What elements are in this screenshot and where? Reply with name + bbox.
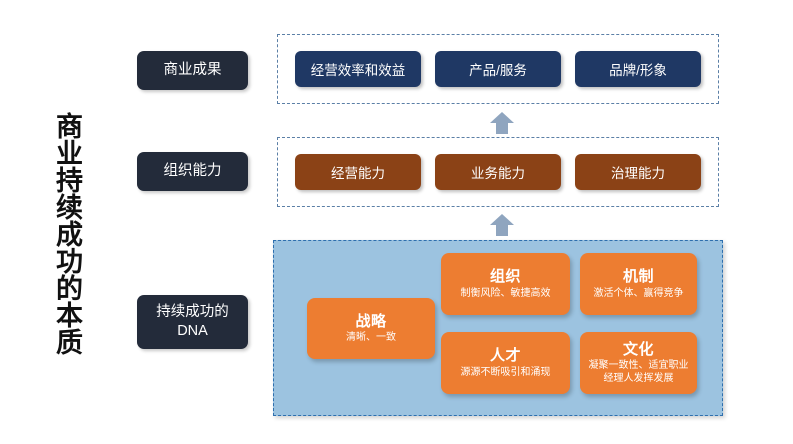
dna-card-talent[interactable]: 人才 源源不断吸引和涌现 bbox=[441, 332, 570, 394]
dna-card-mechanism[interactable]: 机制 激活个体、赢得竞争 bbox=[580, 253, 697, 315]
dna-card-talent-subtitle: 源源不断吸引和涌现 bbox=[460, 366, 551, 378]
row-organizational-capability: 经营能力 业务能力 治理能力 bbox=[278, 138, 718, 206]
chip-operating-efficiency[interactable]: 经营效率和效益 bbox=[295, 51, 421, 87]
group-business-outcomes: 经营效率和效益 产品/服务 品牌/形象 bbox=[277, 34, 719, 104]
row-label-success-dna-line1: 持续成功的 bbox=[156, 303, 229, 320]
dna-card-organization-subtitle: 制衡风险、敏捷高效 bbox=[460, 287, 551, 299]
row-label-success-dna-line2: DNA bbox=[177, 323, 208, 339]
dna-card-strategy-title: 战略 bbox=[355, 312, 387, 330]
dna-card-culture-title: 文化 bbox=[622, 341, 654, 359]
dna-card-mechanism-title: 机制 bbox=[622, 268, 654, 286]
chip-business-capability[interactable]: 业务能力 bbox=[435, 154, 561, 190]
group-organizational-capability: 经营能力 业务能力 治理能力 bbox=[277, 137, 719, 207]
dna-card-culture-subtitle-line2: 经理人发挥发展 bbox=[603, 372, 674, 384]
up-arrow-icon-1 bbox=[489, 110, 515, 136]
row-label-success-dna: 持续成功的 DNA bbox=[137, 295, 248, 349]
dna-card-organization[interactable]: 组织 制衡风险、敏捷高效 bbox=[441, 253, 570, 315]
chip-governance-capability[interactable]: 治理能力 bbox=[575, 154, 701, 190]
chip-product-service[interactable]: 产品/服务 bbox=[435, 51, 561, 87]
dna-card-culture[interactable]: 文化 凝聚一致性、适宜职业 经理人发挥发展 bbox=[580, 332, 697, 394]
vertical-page-title: 商业持续成功的本质 bbox=[52, 112, 82, 355]
dna-card-strategy-subtitle: 清晰、一致 bbox=[346, 332, 396, 344]
up-arrow-icon-2 bbox=[489, 212, 515, 238]
row-label-organizational-capability: 组织能力 bbox=[137, 152, 248, 191]
chip-operating-capability[interactable]: 经营能力 bbox=[295, 154, 421, 190]
row-label-business-outcomes: 商业成果 bbox=[137, 51, 248, 90]
dna-card-culture-subtitle-line1: 凝聚一致性、适宜职业 bbox=[588, 360, 689, 372]
chip-brand-image[interactable]: 品牌/形象 bbox=[575, 51, 701, 87]
dna-card-talent-title: 人才 bbox=[489, 347, 521, 365]
dna-card-organization-title: 组织 bbox=[489, 268, 521, 286]
dna-card-mechanism-subtitle: 激活个体、赢得竞争 bbox=[593, 287, 684, 299]
row-business-outcomes: 经营效率和效益 产品/服务 品牌/形象 bbox=[278, 35, 718, 103]
group-success-dna: 战略 清晰、一致 组织 制衡风险、敏捷高效 机制 激活个体、赢得竞争 人才 源源… bbox=[273, 240, 723, 416]
dna-card-strategy[interactable]: 战略 清晰、一致 bbox=[307, 298, 435, 359]
